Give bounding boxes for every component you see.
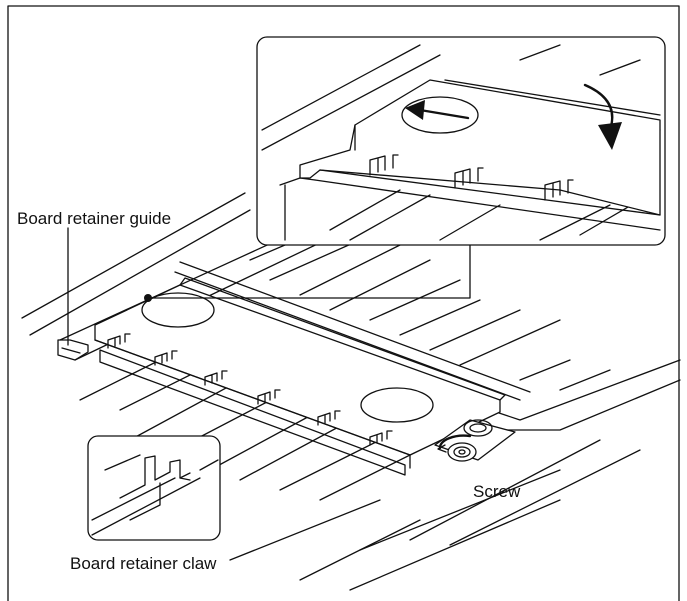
claw-detail-inset — [87, 435, 221, 541]
figure-frame — [7, 5, 680, 601]
board-retainer-guide-label: Board retainer guide — [17, 209, 171, 228]
zoom-inset — [256, 36, 666, 246]
board-retainer-claw-label: Board retainer claw — [70, 554, 217, 573]
board-retainer — [57, 277, 506, 476]
screw — [447, 442, 477, 462]
callout-leader — [147, 244, 471, 299]
screw-tab — [434, 419, 516, 462]
claw-row — [107, 333, 393, 446]
screw-label: Screw — [473, 482, 521, 501]
slide-arrow — [418, 108, 470, 120]
screw-turn-arrow — [438, 434, 472, 450]
callout-dot — [144, 294, 152, 302]
